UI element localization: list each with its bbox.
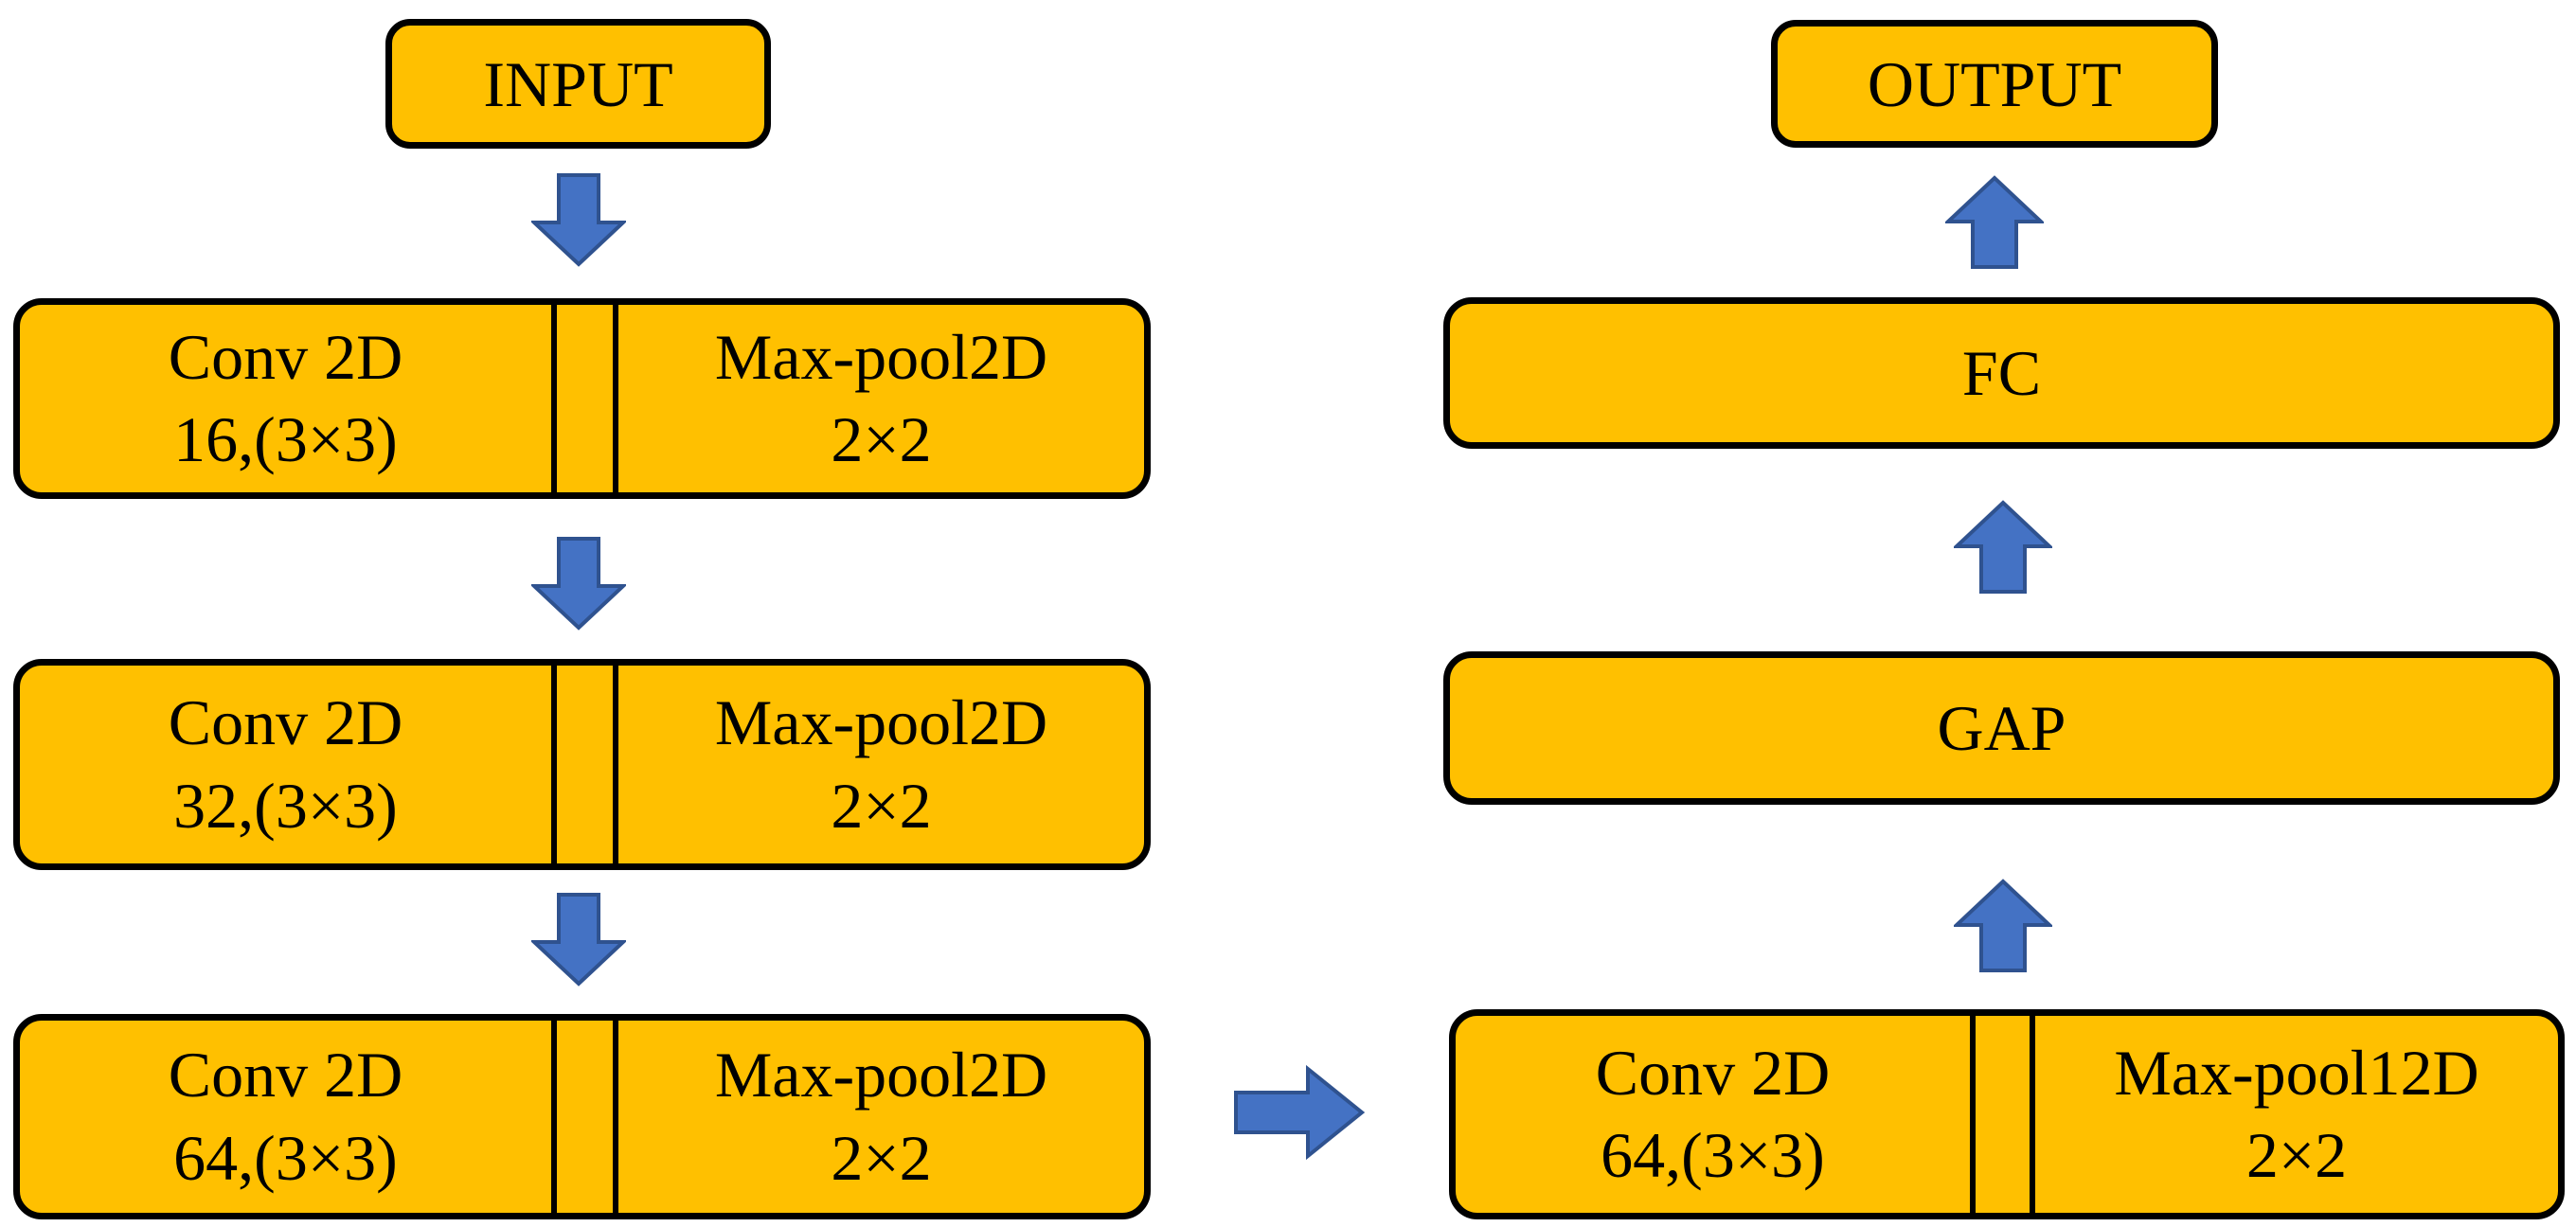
conv-label-line1: Conv 2D bbox=[168, 1039, 403, 1111]
divider-line bbox=[613, 666, 618, 863]
conv-pool-block-4: Conv 2D 64,(3×3) Max-pool12D 2×2 bbox=[1449, 1009, 2565, 1219]
conv-label-line1: Conv 2D bbox=[168, 320, 403, 393]
divider-line bbox=[551, 1021, 557, 1213]
divider-line bbox=[2030, 1016, 2035, 1213]
divider-line bbox=[613, 305, 618, 492]
conv-pool-block-2: Conv 2D 32,(3×3) Max-pool2D 2×2 bbox=[13, 659, 1151, 870]
arrow-down-icon bbox=[531, 893, 626, 987]
gap-node: GAP bbox=[1443, 651, 2560, 805]
conv-cell: Conv 2D 64,(3×3) bbox=[1456, 1016, 1970, 1213]
conv-pool-block-3: Conv 2D 64,(3×3) Max-pool2D 2×2 bbox=[13, 1014, 1151, 1219]
pool-label-line2: 2×2 bbox=[831, 403, 932, 475]
input-label: INPUT bbox=[483, 47, 673, 120]
arrow-up-icon bbox=[1954, 500, 2052, 594]
conv-cell: Conv 2D 64,(3×3) bbox=[20, 1021, 551, 1213]
arrow-down-icon bbox=[531, 173, 626, 267]
arrow-right-icon bbox=[1234, 1064, 1366, 1161]
pool-cell: Max-pool2D 2×2 bbox=[618, 305, 1144, 492]
pool-label-line2: 2×2 bbox=[2245, 1119, 2348, 1191]
output-node: OUTPUT bbox=[1771, 20, 2218, 148]
arrow-up-icon bbox=[1954, 879, 2052, 972]
arrow-up-icon bbox=[1945, 175, 2044, 269]
pool-label-line2: 2×2 bbox=[831, 769, 932, 842]
conv-label-line1: Conv 2D bbox=[1595, 1036, 1831, 1109]
fc-label: FC bbox=[1961, 337, 2042, 409]
divider-line bbox=[551, 666, 557, 863]
conv-label-line1: Conv 2D bbox=[168, 686, 403, 759]
divider-line bbox=[613, 1021, 618, 1213]
pool-label-line2: 2×2 bbox=[831, 1121, 932, 1194]
conv-label-line2: 64,(3×3) bbox=[1601, 1119, 1825, 1191]
pool-cell: Max-pool2D 2×2 bbox=[618, 1021, 1144, 1213]
conv-cell: Conv 2D 32,(3×3) bbox=[20, 666, 551, 863]
pool-cell: Max-pool2D 2×2 bbox=[618, 666, 1144, 863]
pool-cell: Max-pool12D 2×2 bbox=[2035, 1016, 2558, 1213]
pool-label-line1: Max-pool2D bbox=[714, 1039, 1048, 1111]
divider-line bbox=[551, 305, 557, 492]
arrow-down-icon bbox=[531, 537, 626, 631]
pool-label-line1: Max-pool2D bbox=[714, 686, 1048, 759]
fc-node: FC bbox=[1443, 297, 2560, 449]
gap-label: GAP bbox=[1937, 692, 2066, 764]
divider-line bbox=[1970, 1016, 1976, 1213]
conv-label-line2: 64,(3×3) bbox=[173, 1121, 398, 1194]
conv-pool-block-1: Conv 2D 16,(3×3) Max-pool2D 2×2 bbox=[13, 298, 1151, 499]
pool-label-line1: Max-pool2D bbox=[714, 320, 1048, 393]
conv-label-line2: 32,(3×3) bbox=[173, 769, 398, 842]
input-node: INPUT bbox=[385, 19, 771, 149]
conv-label-line2: 16,(3×3) bbox=[173, 403, 398, 475]
output-label: OUTPUT bbox=[1867, 47, 2122, 120]
conv-cell: Conv 2D 16,(3×3) bbox=[20, 305, 551, 492]
pool-label-line1: Max-pool12D bbox=[2114, 1036, 2479, 1109]
